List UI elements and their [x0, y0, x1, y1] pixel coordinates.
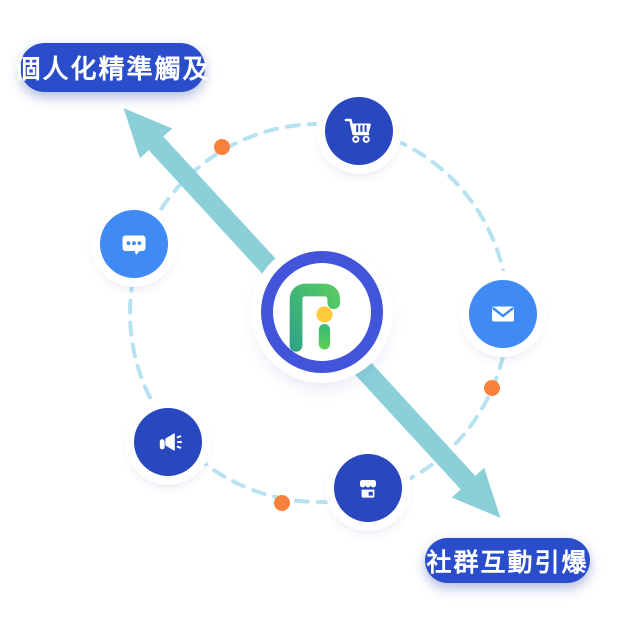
orbit-node-megaphone: [134, 408, 202, 476]
shopping-cart-icon: [344, 118, 371, 143]
megaphone-icon: [159, 433, 183, 451]
orange-dot: [214, 139, 230, 155]
orange-dot: [274, 495, 290, 511]
orbit-node-shopping-cart: [325, 97, 393, 165]
orange-dot: [484, 380, 500, 396]
chat-bubble-icon: [122, 235, 146, 255]
orbit-node-storefront: [334, 454, 402, 522]
envelope-icon: [492, 306, 514, 322]
storefront-icon: [360, 480, 376, 498]
orbit-node-chat: [100, 210, 168, 278]
center-logo-ring: [261, 251, 383, 373]
label-community-engagement: 社群互動引爆: [425, 538, 590, 583]
label-personalized-reach: 個人化精準觸及: [15, 43, 209, 92]
orbit-node-email: [469, 280, 537, 348]
fi-brand-logo-icon: [289, 283, 341, 352]
center-logo-disc: [273, 263, 371, 361]
